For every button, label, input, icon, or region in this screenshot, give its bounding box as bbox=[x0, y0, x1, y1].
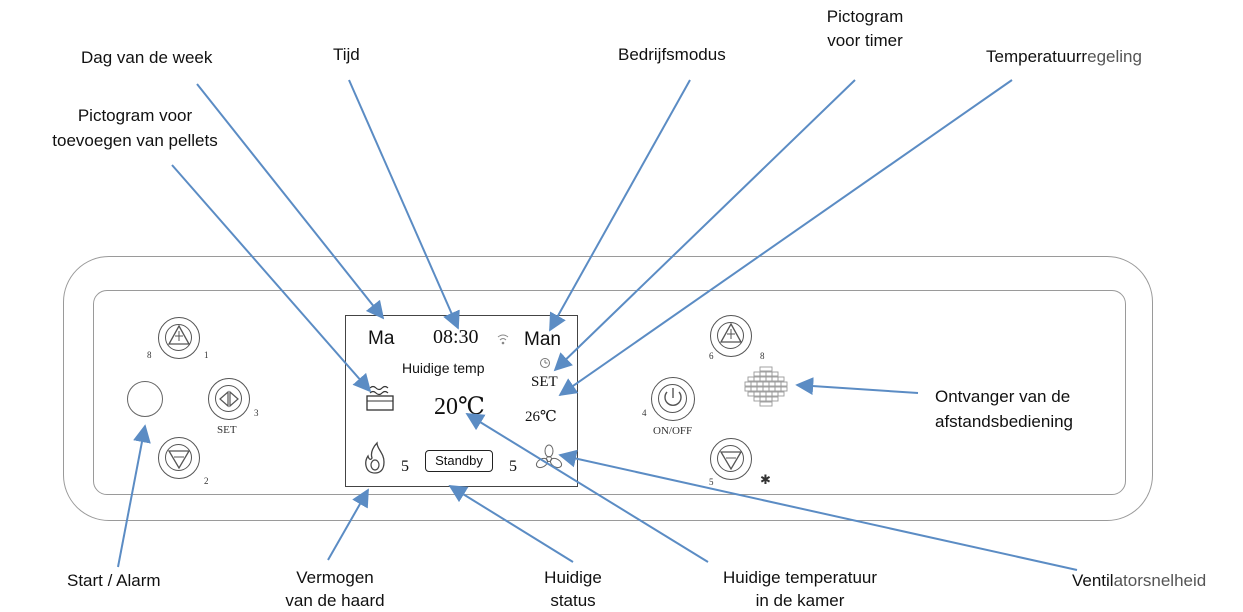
label-day-of-week: Dag van de week bbox=[81, 48, 213, 67]
lcd-power-level: 5 bbox=[401, 458, 409, 475]
star-icon: ✱ bbox=[760, 472, 771, 487]
down-button-left[interactable] bbox=[158, 437, 200, 479]
arrow-fan-speed bbox=[558, 449, 1078, 571]
label-fan-speed-b: atorsnelheid bbox=[1113, 571, 1207, 590]
label-time: Tijd bbox=[333, 45, 360, 64]
timer-icon bbox=[540, 358, 550, 368]
label-timer-icon-line2: voor timer bbox=[827, 31, 903, 50]
down-button-right[interactable] bbox=[710, 438, 752, 480]
label-stove-power-line2: van de haard bbox=[285, 591, 385, 610]
arrow-stove-power bbox=[327, 488, 369, 561]
arrow-room-temperature bbox=[465, 413, 709, 563]
left-right-arrows-icon bbox=[219, 390, 239, 408]
lcd-current-temp-label: Huidige temp bbox=[402, 360, 485, 376]
label-pellet-icon-line2: toevoegen van pellets bbox=[52, 131, 218, 150]
arrow-remote-receiver bbox=[795, 377, 919, 396]
label-remote-receiver-line2: afstandsbediening bbox=[935, 412, 1074, 431]
button-number-2: 2 bbox=[204, 476, 209, 486]
control-panel-outline bbox=[63, 256, 1153, 521]
set-button[interactable] bbox=[208, 378, 250, 420]
arrow-time bbox=[348, 79, 460, 330]
lcd-fan-level: 5 bbox=[509, 458, 517, 475]
button-number-5: 5 bbox=[709, 477, 714, 487]
button-number-3: 3 bbox=[254, 408, 259, 418]
label-temperature-control: Temperatuurregeling bbox=[986, 46, 1142, 68]
lcd-set-temp: 26℃ bbox=[525, 409, 557, 425]
pellet-icon bbox=[366, 385, 394, 411]
button-number-6: 6 bbox=[709, 351, 714, 361]
button-number-1: 1 bbox=[204, 350, 209, 360]
label-fan-speed: Ventilatorsnelheid bbox=[1072, 570, 1206, 592]
power-icon bbox=[664, 388, 682, 406]
flame-power-icon bbox=[365, 441, 385, 474]
label-temperature-control-b: egeling bbox=[1087, 47, 1142, 66]
label-remote-receiver-line1: Ontvanger van de bbox=[935, 387, 1071, 406]
lcd-day: Ma bbox=[368, 328, 395, 349]
up-button-right[interactable] bbox=[710, 315, 752, 357]
button-number-8-left: 8 bbox=[147, 350, 152, 360]
label-pellet-icon-line1: Pictogram voor bbox=[77, 106, 193, 125]
arrow-operating-mode bbox=[549, 79, 691, 332]
remote-receiver-grid-icon bbox=[744, 366, 788, 407]
label-room-temperature-line2: in de kamer bbox=[755, 591, 845, 610]
button-number-8-right: 8 bbox=[760, 351, 765, 361]
down-arrow-icon bbox=[167, 450, 191, 470]
label-operating-mode: Bedrijfsmodus bbox=[618, 45, 726, 64]
arrow-pellet-icon bbox=[171, 164, 372, 393]
onoff-button-label: ON/OFF bbox=[653, 425, 693, 437]
up-arrow-icon bbox=[167, 324, 191, 345]
arrow-timer-icon bbox=[553, 79, 856, 372]
label-fan-speed-a: Ventil bbox=[1072, 571, 1114, 590]
up-arrow-icon bbox=[719, 322, 743, 343]
lcd-status-badge: Standby bbox=[425, 450, 493, 472]
label-start-alarm: Start / Alarm bbox=[67, 571, 161, 590]
lcd-set-label: SET bbox=[531, 374, 558, 390]
lcd-mode: Man bbox=[524, 329, 561, 350]
label-room-temperature-line1: Huidige temperatuur bbox=[722, 568, 878, 587]
label-current-status-line1: Huidige bbox=[544, 568, 602, 587]
start-alarm-button[interactable] bbox=[127, 381, 163, 417]
label-temperature-control-a: Temperatuurr bbox=[986, 47, 1088, 66]
arrow-current-status bbox=[448, 485, 574, 563]
set-button-label: SET bbox=[217, 424, 237, 436]
wifi-icon bbox=[497, 334, 509, 345]
label-current-status-line2: status bbox=[550, 591, 596, 610]
power-button[interactable] bbox=[651, 377, 695, 421]
arrow-day-of-week bbox=[196, 83, 385, 320]
down-arrow-icon bbox=[719, 451, 743, 471]
label-stove-power-line1: Vermogen bbox=[296, 568, 374, 587]
arrow-start-alarm bbox=[117, 424, 151, 568]
label-timer-icon-line1: Pictogram bbox=[826, 7, 904, 26]
button-number-4: 4 bbox=[642, 408, 647, 418]
arrow-temperature-control bbox=[558, 79, 1013, 397]
up-button-left[interactable] bbox=[158, 317, 200, 359]
control-panel-inner bbox=[93, 290, 1126, 495]
lcd-time: 08:30 bbox=[433, 326, 479, 348]
